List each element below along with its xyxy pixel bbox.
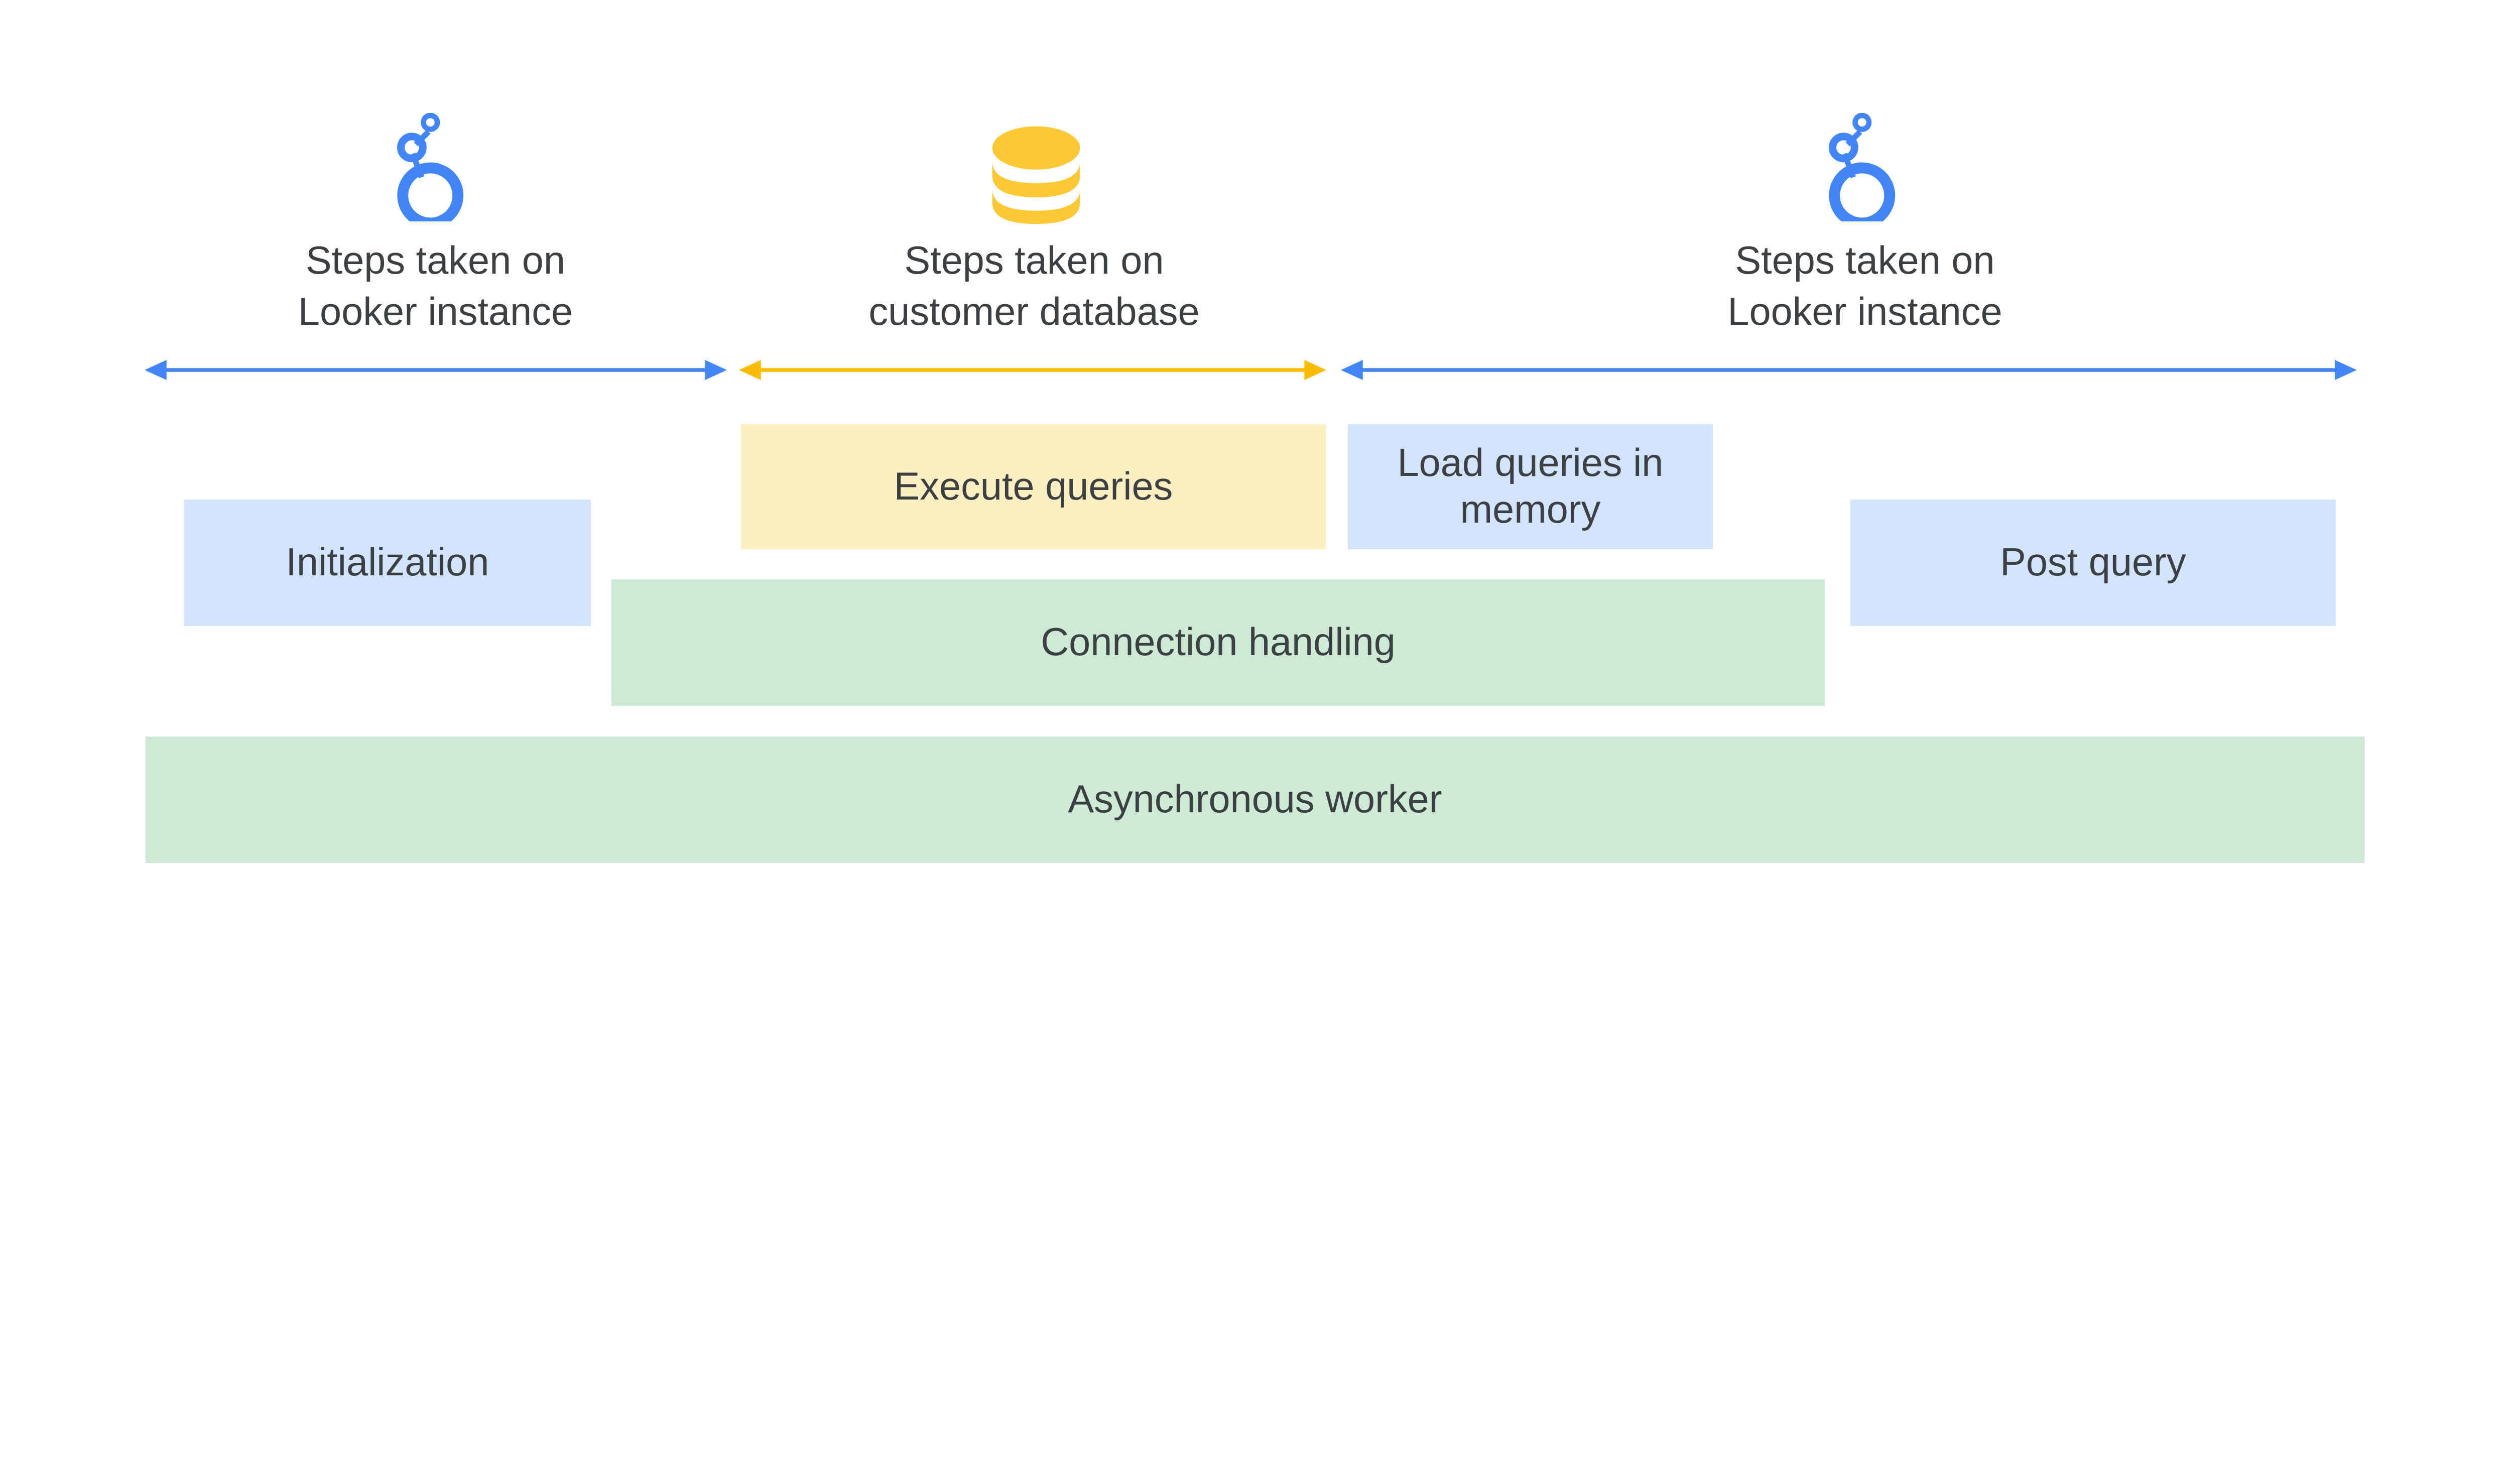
section-heading-looker-1: Steps taken on Looker instance — [216, 235, 655, 338]
box-label: Execute queries — [894, 464, 1173, 508]
box-label: Connection handling — [1041, 621, 1396, 664]
double-arrow-looker-1 — [144, 359, 727, 380]
section-heading-looker-2: Steps taken on Looker instance — [1646, 235, 2085, 338]
heading-line: Looker instance — [298, 290, 573, 333]
box-label: Asynchronous worker — [1068, 777, 1442, 821]
heading-line: Steps taken on — [305, 238, 566, 282]
initialization-box: Initialization — [184, 500, 591, 626]
looker-logo-icon — [397, 113, 463, 221]
box-label: Load queries in — [1397, 441, 1664, 484]
looker-logo-icon — [1828, 113, 1895, 221]
execute-queries-box: Execute queries — [741, 424, 1326, 549]
double-arrow-database — [738, 359, 1326, 380]
heading-line: Looker instance — [1727, 290, 2002, 333]
diagram: Steps taken on Looker instance Steps tak… — [144, 113, 2364, 863]
load-queries-box: Load queries in memory — [1348, 424, 1713, 549]
box-label: Post query — [2000, 541, 2186, 584]
heading-line: Steps taken on — [1735, 238, 1995, 282]
section-heading-database: Steps taken on customer database — [815, 235, 1254, 338]
asynchronous-worker-box: Asynchronous worker — [146, 736, 2364, 863]
database-icon — [992, 126, 1080, 224]
heading-line: Steps taken on — [904, 238, 1164, 282]
heading-line: customer database — [868, 290, 1200, 333]
connection-handling-box: Connection handling — [611, 579, 1825, 706]
double-arrow-looker-2 — [1341, 359, 2357, 380]
box-label: memory — [1460, 488, 1601, 532]
post-query-box: Post query — [1850, 500, 2336, 626]
box-label: Initialization — [286, 541, 489, 584]
